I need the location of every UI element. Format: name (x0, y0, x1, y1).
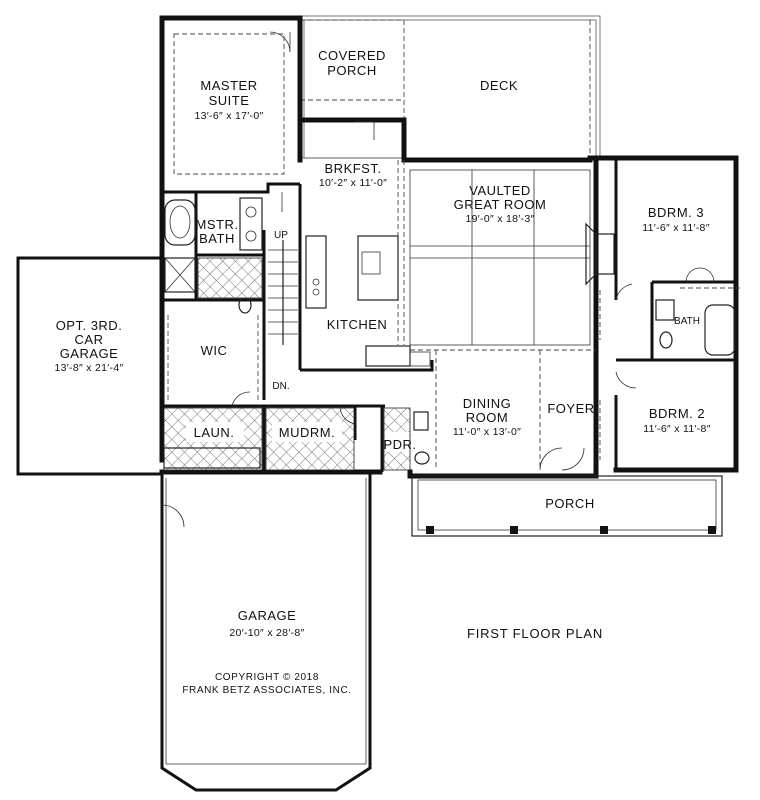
front-porch (411, 475, 723, 537)
garage-label: GARAGE (238, 608, 297, 623)
great-room-label-1: VAULTED (469, 183, 531, 198)
copyright-line-1: COPYRIGHT © 2018 (215, 672, 319, 683)
dining-label-1: DINING (463, 396, 512, 411)
room-labels: COVERED PORCH DECK MASTER SUITE 13′-6″ x… (55, 48, 711, 696)
great-room-label-2: GREAT ROOM (454, 197, 547, 212)
covered-porch-label-1: COVERED (318, 48, 386, 63)
garage-dimensions: 20′-10″ x 28′-8″ (229, 627, 304, 639)
deck-label: DECK (480, 78, 518, 93)
pdr-label: PDR. (383, 437, 416, 452)
master-suite-dimensions: 13′-6″ x 17′-0″ (195, 110, 264, 122)
bdrm2-label: BDRM. 2 (649, 406, 705, 421)
mstr-bath-label-1: MSTR. (196, 217, 239, 232)
bath-label: BATH (674, 316, 700, 327)
master-suite-label-2: SUITE (209, 93, 250, 108)
foyer-label: FOYER (547, 401, 594, 416)
opt-garage-label-3: GARAGE (60, 346, 119, 361)
mstr-bath-label-2: BATH (199, 231, 235, 246)
master-suite-label-1: MASTER (200, 78, 257, 93)
mudrm-label: MUDRM. (279, 425, 335, 440)
door-swings (161, 31, 715, 528)
bdrm2-dimensions: 11′-6″ x 11′-8″ (643, 423, 710, 435)
fixtures (164, 197, 740, 465)
interior-walls (162, 33, 736, 472)
deck-area (299, 15, 601, 159)
covered-porch-label-2: PORCH (327, 63, 376, 78)
bdrm3-label: BDRM. 3 (648, 205, 704, 220)
bdrm3-dimensions: 11′-6″ x 11′-8″ (642, 222, 709, 234)
copyright-line-2: FRANK BETZ ASSOCIATES, INC. (182, 685, 351, 696)
stairs (268, 240, 298, 345)
laun-label: LAUN. (194, 425, 235, 440)
brkfst-label: BRKFST. (325, 161, 382, 176)
stair-down-label: DN. (272, 381, 289, 392)
opt-garage-label-2: CAR (75, 332, 104, 347)
opt-garage-dimensions: 13′-8″ x 21′-4″ (55, 362, 124, 374)
porch-label: PORCH (545, 496, 594, 511)
opt-garage-label-1: OPT. 3RD. (56, 318, 123, 333)
plan-title: FIRST FLOOR PLAN (467, 626, 603, 641)
dining-dimensions: 11′-0″ x 13′-0″ (453, 426, 521, 438)
stair-up-label: UP (274, 230, 288, 241)
brkfst-dimensions: 10′-2″ x 11′-0″ (319, 177, 387, 189)
tile-floors (163, 257, 411, 471)
dining-label-2: ROOM (466, 410, 508, 425)
kitchen-label: KITCHEN (327, 317, 388, 332)
garage-area (160, 474, 372, 792)
wic-label: WIC (201, 343, 228, 358)
great-room-dimensions: 19′-0″ x 18′-3″ (466, 213, 535, 225)
